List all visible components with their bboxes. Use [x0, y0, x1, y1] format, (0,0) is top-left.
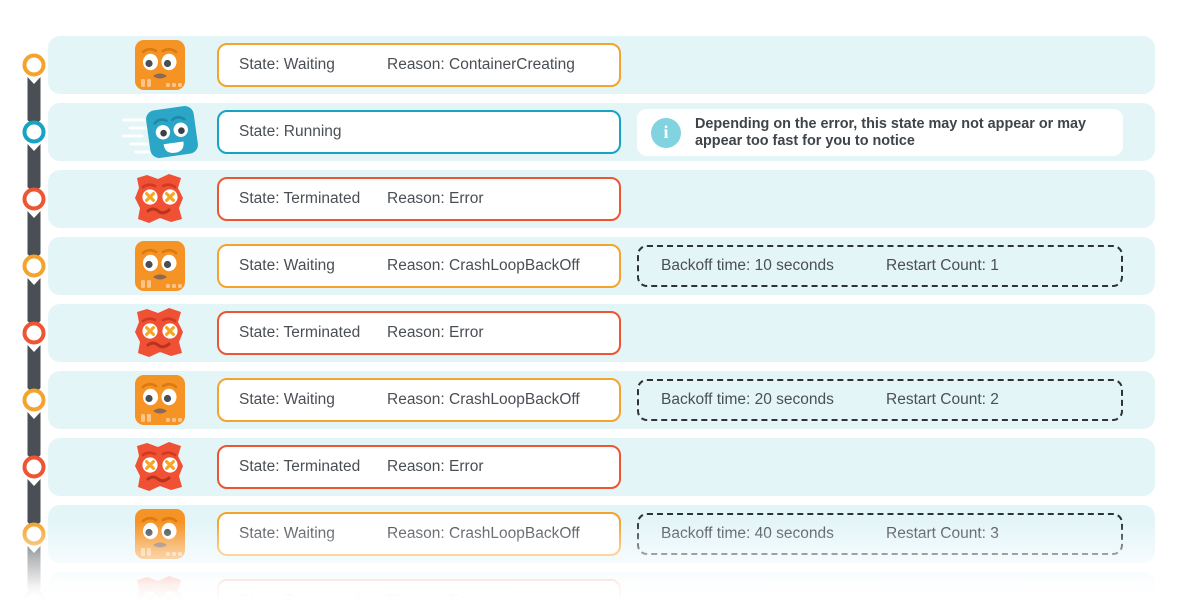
timeline-marker[interactable]	[22, 120, 46, 144]
timeline-connector	[27, 412, 41, 462]
reason-label: Reason: CrashLoopBackOff	[387, 525, 580, 542]
state-pill[interactable]: State: Running	[217, 110, 621, 154]
state-label: State: Running	[239, 123, 342, 140]
state-label: State: Terminated	[239, 324, 361, 341]
state-pill[interactable]: State: Terminated Reason: Error	[217, 311, 621, 355]
restart-count-label: Restart Count: 2	[886, 391, 999, 408]
timeline-marker[interactable]	[22, 388, 46, 412]
reason-label: Reason: Error	[387, 190, 484, 207]
state-label: State: Waiting	[239, 525, 335, 542]
pod-terminated-icon	[122, 434, 198, 500]
pod-running-icon	[122, 99, 198, 165]
state-label: State: Terminated	[239, 458, 361, 475]
pod-terminated-icon	[122, 568, 198, 600]
restart-count-label: Restart Count: 1	[886, 257, 999, 274]
pod-terminated-icon	[135, 442, 183, 491]
reason-label: Reason: Error	[387, 458, 484, 475]
restart-count-label: Restart Count: 3	[886, 525, 999, 542]
state-label: State: Waiting	[239, 56, 335, 73]
state-pill[interactable]: State: Terminated Reason: Error	[217, 445, 621, 489]
timeline-connector	[27, 211, 41, 261]
pod-running-icon	[122, 106, 198, 158]
timeline-marker[interactable]	[22, 254, 46, 278]
timeline-track	[22, 53, 46, 600]
backoff-time-label: Backoff time: 10 seconds	[661, 257, 834, 274]
reason-label: Reason: CrashLoopBackOff	[387, 257, 580, 274]
pod-terminated-icon	[135, 576, 183, 600]
timeline-marker[interactable]	[22, 53, 46, 77]
state-pill[interactable]: State: Waiting Reason: CrashLoopBackOff	[217, 244, 621, 288]
pod-waiting-icon	[135, 509, 185, 559]
pod-waiting-icon	[135, 40, 185, 90]
timeline-connector	[27, 479, 41, 529]
pod-terminated-icon	[122, 300, 198, 366]
timeline-marker[interactable]	[22, 522, 46, 546]
timeline-connector	[27, 546, 41, 596]
info-note-text: Depending on the error, this state may n…	[695, 115, 1087, 149]
pod-waiting-icon	[122, 233, 198, 299]
timeline-marker[interactable]	[22, 589, 46, 600]
state-label: State: Waiting	[239, 391, 335, 408]
pod-waiting-icon	[135, 375, 185, 425]
pod-terminated-icon	[135, 174, 183, 223]
state-pill[interactable]: State: Waiting Reason: ContainerCreating	[217, 43, 621, 87]
backoff-time-label: Backoff time: 20 seconds	[661, 391, 834, 408]
timeline-connector	[27, 345, 41, 395]
state-pill[interactable]: State: Terminated Reason: Error	[217, 177, 621, 221]
backoff-box: Backoff time: 40 seconds Restart Count: 3	[637, 513, 1123, 555]
timeline-connector	[27, 77, 41, 127]
backoff-box: Backoff time: 10 seconds Restart Count: 1	[637, 245, 1123, 287]
backoff-time-label: Backoff time: 40 seconds	[661, 525, 834, 542]
state-pill[interactable]: State: Waiting Reason: CrashLoopBackOff	[217, 378, 621, 422]
pod-terminated-icon	[135, 308, 183, 357]
reason-label: Reason: Error	[387, 324, 484, 341]
timeline-marker[interactable]	[22, 187, 46, 211]
timeline-connector	[27, 278, 41, 328]
timeline-connector	[27, 144, 41, 194]
info-note: i Depending on the error, this state may …	[637, 109, 1123, 156]
state-label: State: Terminated	[239, 592, 387, 600]
timeline-marker[interactable]	[22, 455, 46, 479]
reason-label: Reason: CrashLoopBackOff	[387, 391, 580, 408]
pod-waiting-icon	[122, 32, 198, 98]
backoff-box: Backoff time: 20 seconds Restart Count: 2	[637, 379, 1123, 421]
info-icon: i	[651, 117, 681, 148]
state-label: State: Waiting	[239, 257, 335, 274]
pod-waiting-icon	[135, 241, 185, 291]
reason-label: Reason: ContainerCreating	[387, 56, 575, 73]
state-pill[interactable]: State: Waiting Reason: CrashLoopBackOff	[217, 512, 621, 556]
pod-terminated-icon	[122, 166, 198, 232]
pod-waiting-icon	[122, 501, 198, 567]
timeline-marker[interactable]	[22, 321, 46, 345]
pod-waiting-icon	[122, 367, 198, 433]
state-label: State: Terminated	[239, 190, 361, 207]
reason-label: Reason: Error	[387, 592, 483, 600]
